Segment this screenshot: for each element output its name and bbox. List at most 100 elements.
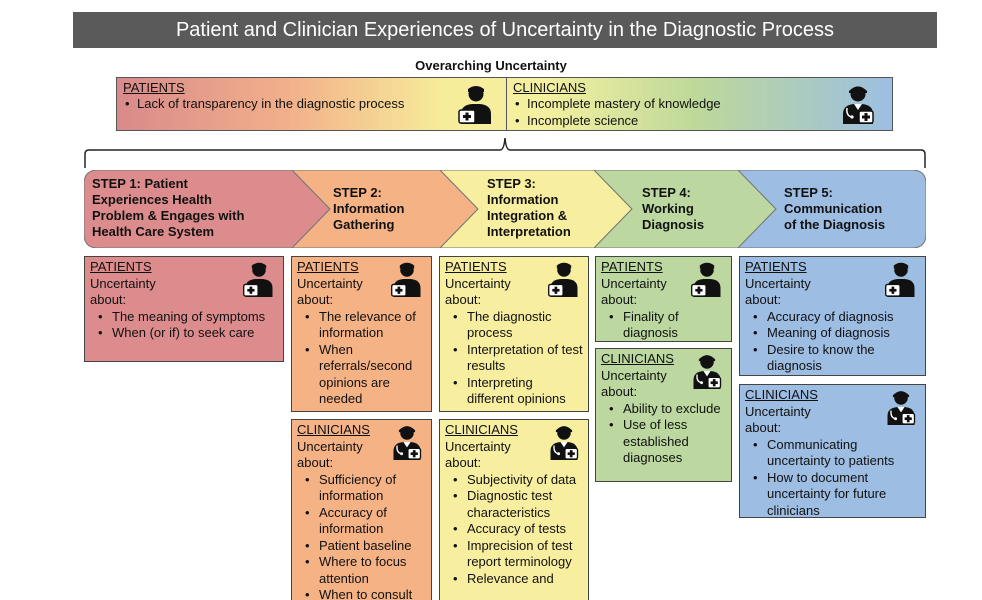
card-subheading: about: [745, 420, 782, 435]
card-list: Sufficiency of information Accuracy of i… [297, 472, 426, 600]
process-steps-arrow [84, 170, 926, 248]
list-item: Diagnostic test characteristics [445, 488, 583, 521]
step-5-clinicians-card: CLINICIANS Uncertainty about: Communicat… [739, 384, 926, 518]
overarching-clinicians-list: Incomplete mastery of knowledge Incomple… [513, 95, 886, 129]
patient-icon [883, 261, 919, 297]
list-item: Imprecision of test report terminology [445, 538, 583, 571]
step-label-line: Gathering [333, 217, 395, 232]
card-subheading: about: [745, 292, 782, 307]
step-1-patients-card: PATIENTS Uncertainty about: The meaning … [84, 256, 284, 362]
card-heading: CLINICIANS [297, 422, 370, 437]
card-list: The diagnostic process Interpretation of… [445, 309, 583, 408]
step-label-line: Problem & Engages with [92, 208, 245, 223]
overarching-patients-list: Lack of transparency in the diagnostic p… [123, 95, 500, 112]
card-subheading: about: [601, 384, 638, 399]
step-3-shape [439, 170, 633, 248]
patient-icon [389, 261, 425, 297]
patient-icon [456, 84, 496, 124]
step-label-line: Working [642, 201, 694, 216]
list-item: When (or if) to seek care [90, 325, 278, 342]
card-subheading: about: [445, 455, 482, 470]
step-5-label: STEP 5: Communication of the Diagnosis [784, 185, 885, 233]
card-list: Accuracy of diagnosis Meaning of diagnos… [745, 309, 920, 375]
list-item: Ability to exclude [601, 401, 726, 418]
step-label-line: STEP 3: [487, 176, 536, 191]
brace-connector [84, 137, 926, 168]
step-label-line: Integration & [487, 208, 568, 223]
card-list: Subjectivity of data Diagnostic test cha… [445, 472, 583, 588]
clinician-icon [689, 353, 725, 389]
clinician-icon [838, 84, 878, 124]
step-4-label: STEP 4: Working Diagnosis [642, 185, 704, 233]
card-list: Finality of diagnosis [601, 309, 726, 342]
overarching-clinicians-heading: CLINICIANS [513, 80, 586, 95]
clinician-icon [389, 424, 425, 460]
card-subheading: Uncertainty [745, 275, 811, 291]
list-item: Subjectivity of data [445, 472, 583, 489]
list-item: Sufficiency of information [297, 472, 426, 505]
step-1-label: STEP 1: Patient Experiences Health Probl… [92, 176, 244, 240]
card-heading: CLINICIANS [745, 387, 818, 402]
card-list: The meaning of symptoms When (or if) to … [90, 309, 278, 342]
step-2-clinicians-card: CLINICIANS Uncertainty about: Sufficienc… [291, 419, 432, 600]
clinician-icon [546, 424, 582, 460]
list-item: When referrals/second opinions are neede… [297, 342, 426, 408]
list-item: Incomplete mastery of knowledge [513, 95, 886, 112]
step-2-label: STEP 2: Information Gathering [333, 185, 405, 233]
step-2-patients-card: PATIENTS Uncertainty about: The relevanc… [291, 256, 432, 412]
step-label-line: Health Care System [92, 224, 215, 239]
list-item: Use of less established diagnoses [601, 417, 726, 467]
card-list: Communicating uncertainty to patients Ho… [745, 437, 920, 518]
card-subheading: Uncertainty [601, 367, 667, 383]
list-item: Finality of diagnosis [601, 309, 726, 342]
step-label-line: Diagnosis [642, 217, 705, 232]
patient-icon [546, 261, 582, 297]
list-item: The diagnostic process [445, 309, 583, 342]
step-2-shape [291, 170, 479, 248]
card-subheading: about: [601, 292, 638, 307]
step-label-line: Information [333, 201, 405, 216]
step-3-clinicians-card: CLINICIANS Uncertainty about: Subjectivi… [439, 419, 589, 600]
list-item: Where to focus attention [297, 554, 426, 587]
step-label-line: Communication [784, 201, 883, 216]
list-item: Lack of transparency in the diagnostic p… [123, 95, 500, 112]
step-label-line: Information [487, 192, 559, 207]
patient-icon [689, 261, 725, 297]
list-item: Desire to know the diagnosis [745, 342, 920, 375]
overarching-label: Overarching Uncertainty [415, 58, 567, 73]
overarching-patients: PATIENTS Lack of transparency in the dia… [117, 78, 507, 130]
list-item: Relevance and [445, 571, 583, 588]
step-label-line: STEP 2: [333, 185, 382, 200]
card-subheading: Uncertainty [745, 403, 811, 419]
card-subheading: about: [297, 292, 334, 307]
list-item: Accuracy of diagnosis [745, 309, 920, 326]
card-heading: PATIENTS [601, 259, 663, 274]
card-subheading: Uncertainty [445, 275, 511, 291]
step-label-line: STEP 1: Patient [92, 176, 188, 191]
card-subheading: about: [297, 455, 334, 470]
overarching-box: PATIENTS Lack of transparency in the dia… [116, 77, 893, 131]
list-item: Communicating uncertainty to patients [745, 437, 920, 470]
step-label-line: STEP 4: [642, 185, 691, 200]
card-subheading: about: [445, 292, 482, 307]
card-heading: PATIENTS [445, 259, 507, 274]
list-item: When to consult [297, 587, 426, 600]
list-item: The meaning of symptoms [90, 309, 278, 326]
clinician-icon [883, 389, 919, 425]
card-subheading: Uncertainty [90, 275, 156, 291]
step-5-patients-card: PATIENTS Uncertainty about: Accuracy of … [739, 256, 926, 376]
list-item: Interpreting different opinions [445, 375, 583, 408]
step-4-clinicians-card: CLINICIANS Uncertainty about: Ability to… [595, 348, 732, 482]
step-3-patients-card: PATIENTS Uncertainty about: The diagnost… [439, 256, 589, 412]
list-item: The relevance of information [297, 309, 426, 342]
list-item: How to document uncertainty for future c… [745, 470, 920, 518]
step-4-shape [593, 170, 777, 248]
diagram-title: Patient and Clinician Experiences of Unc… [73, 12, 937, 48]
step-label-line: STEP 5: [784, 185, 833, 200]
overarching-patients-heading: PATIENTS [123, 80, 185, 95]
step-label-line: Interpretation [487, 224, 571, 239]
card-list: The relevance of information When referr… [297, 309, 426, 408]
step-label-line: Experiences Health [92, 192, 212, 207]
list-item: Accuracy of tests [445, 521, 583, 538]
card-subheading: Uncertainty [297, 275, 363, 291]
